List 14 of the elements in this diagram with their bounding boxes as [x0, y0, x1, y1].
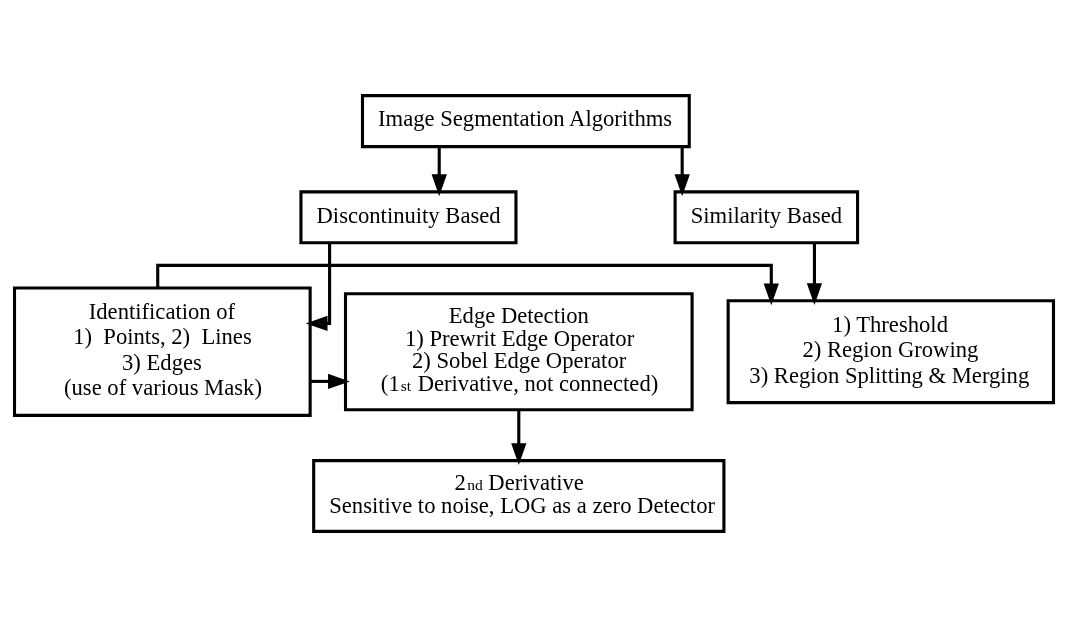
node-box: 1) Threshold 2) Region Growing 3) Region Splitting & Merging	[726, 298, 1056, 404]
node-box: Discontinuity Based	[299, 189, 518, 244]
arrow	[511, 409, 527, 465]
node-box: Identification of 1) Points, 2) Lines 3) Edges (use of various Mask)	[12, 286, 312, 417]
arrow	[674, 146, 690, 196]
node-box: Edge Detection 1) Prewrit Edge Operator 2) Sobel Edge Operator (1st Derivative, not connected)	[343, 291, 694, 411]
arrow	[806, 242, 823, 305]
arrow	[431, 146, 447, 196]
node-box: Image Segmentation Algorithms	[360, 93, 691, 148]
node-box: 2nd Derivative Sensitive to noise, LOG as a zero Detector	[312, 458, 726, 533]
node-box: Similarity Based	[673, 189, 860, 244]
arrow	[310, 373, 350, 389]
arrow	[305, 242, 332, 331]
arrow	[156, 263, 779, 305]
